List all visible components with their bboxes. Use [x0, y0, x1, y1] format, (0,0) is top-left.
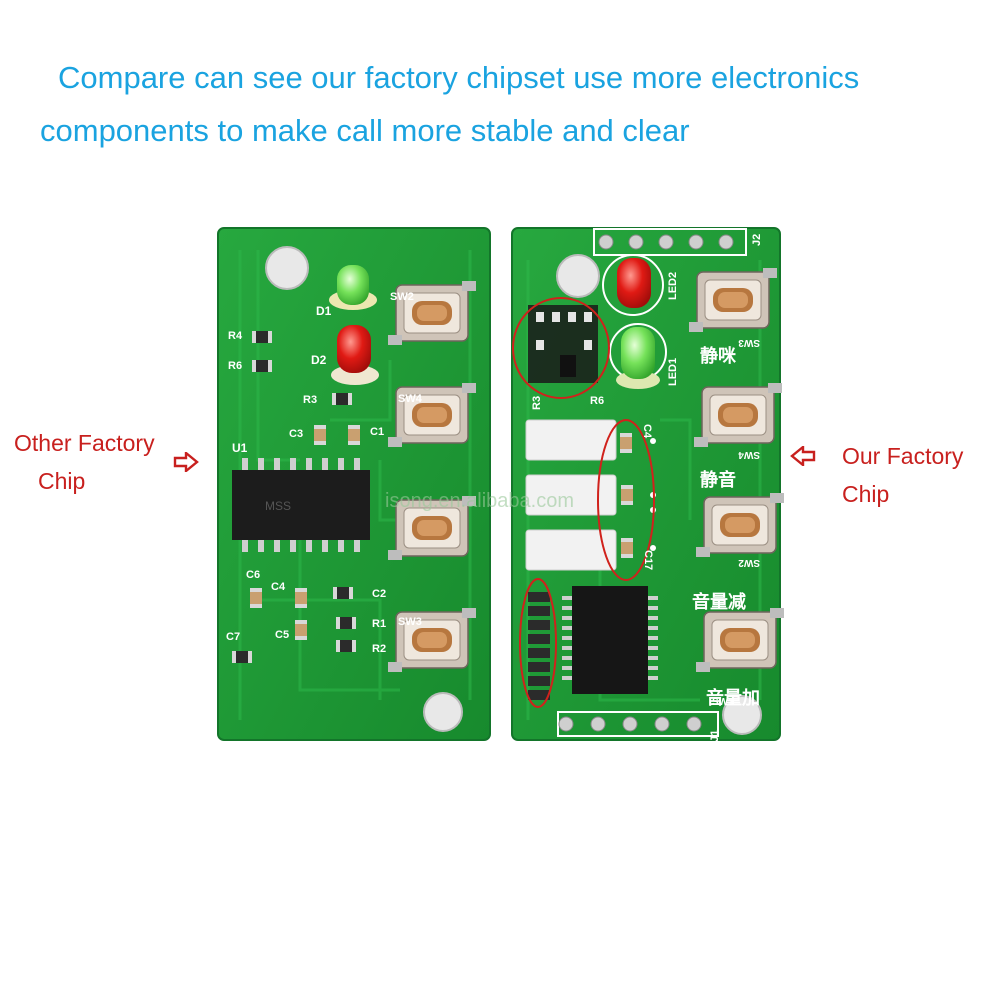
- silkscreen-label: LED2: [667, 272, 679, 300]
- silkscreen-label: SW4: [738, 449, 760, 460]
- tact-switch: [693, 382, 783, 448]
- silkscreen-label: U1: [232, 441, 248, 455]
- silkscreen-label: SW3: [398, 616, 422, 628]
- silkscreen-label: 音量减: [692, 591, 746, 612]
- red-led: [617, 258, 651, 308]
- silkscreen-label: SW1: [712, 697, 734, 708]
- silkscreen-label: C5: [275, 629, 289, 641]
- silkscreen-label: R1: [372, 618, 386, 630]
- silkscreen-label: SW3: [738, 337, 760, 348]
- silkscreen-label: R4: [228, 330, 243, 342]
- silkscreen-label: C4: [641, 424, 653, 439]
- silkscreen-label: C7: [226, 631, 240, 643]
- left-arrow-icon: [790, 446, 816, 466]
- green-led: [616, 327, 660, 389]
- ic-chip: [562, 586, 658, 694]
- silkscreen-label: C3: [289, 428, 303, 440]
- right-arrow-icon: [173, 452, 199, 472]
- our-factory-label-line-1: Our Factory: [842, 443, 964, 469]
- silkscreen-label: J2: [751, 234, 763, 246]
- our-factory-label-line-2: Chip: [842, 481, 890, 507]
- silkscreen-label: D1: [316, 304, 332, 318]
- silkscreen-label: LED1: [667, 358, 679, 386]
- red-led: [331, 325, 379, 385]
- tact-switch: [695, 492, 785, 558]
- ic-chip: MSS: [232, 458, 370, 552]
- silkscreen-label: C1: [370, 426, 384, 438]
- other-factory-label: Other Factory Chip: [14, 424, 194, 500]
- other-factory-label-line-1: Other Factory: [14, 430, 155, 456]
- headline-line-1: Compare can see our factory chipset use …: [58, 60, 860, 95]
- silkscreen-label: C4: [271, 581, 286, 593]
- silkscreen-label: C17: [642, 550, 654, 570]
- silkscreen-label: R3: [531, 396, 543, 410]
- highlight-circles: [512, 297, 655, 708]
- silkscreen-label: 音量加: [706, 687, 760, 708]
- silkscreen-label: C6: [246, 569, 260, 581]
- silkscreen-label: SW4: [398, 393, 423, 405]
- silkscreen-label: SW2: [390, 291, 414, 303]
- silkscreen-label: R2: [372, 643, 386, 655]
- silkscreen-label: SW2: [738, 557, 760, 568]
- other-factory-board: MSS D1 D2 R4 R6 R3 C3 C1 U1 C6 C4 C5 C7 …: [217, 227, 491, 741]
- chip-marking: MSS: [265, 499, 291, 513]
- silkscreen-label: R3: [303, 394, 317, 406]
- headline-line-2: components to make call more stable and …: [40, 113, 690, 148]
- silkscreen-label: C2: [372, 588, 386, 600]
- watermark: isong.en.alibaba.com: [385, 490, 574, 512]
- silkscreen-label: 静音: [700, 469, 736, 490]
- silkscreen-label: D2: [311, 353, 327, 367]
- tact-switch: [688, 267, 778, 333]
- tact-switch: [695, 607, 785, 673]
- our-factory-label: Our Factory Chip: [842, 437, 992, 513]
- other-factory-label-line-2: Chip: [38, 468, 86, 494]
- silkscreen-label: R6: [590, 395, 604, 407]
- silkscreen-label: R6: [228, 360, 242, 372]
- silkscreen-label: 静咪: [700, 345, 737, 366]
- silkscreen-label: J1: [709, 730, 721, 742]
- our-factory-board: LED2 LED1 J2 J1 C4 C17 R6 R3 SW3 SW4 SW2…: [511, 227, 785, 742]
- green-led: [329, 265, 377, 310]
